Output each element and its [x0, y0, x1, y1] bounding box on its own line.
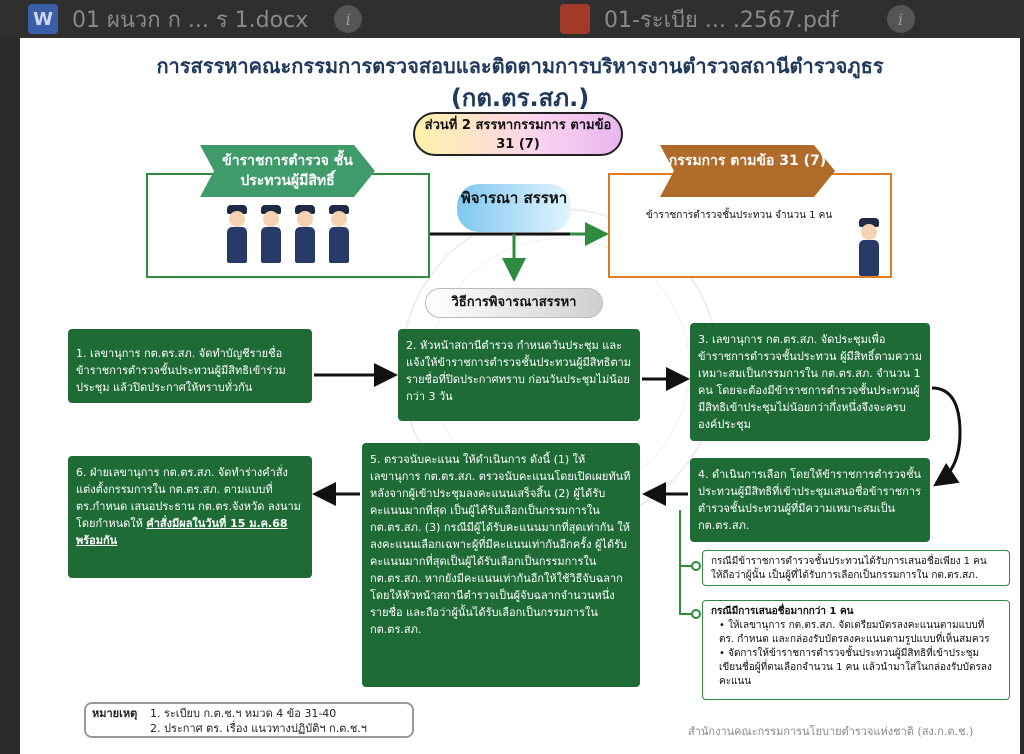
- consider-select-label: พิจารณา สรรหา: [457, 184, 571, 232]
- info-icon[interactable]: i: [886, 5, 915, 33]
- step-4: 4. ดำเนินการเลือก โดยให้ข้าราชการตำรวจชั…: [690, 458, 930, 542]
- step-1: 1. เลขานุการ กต.ตร.สภ. จัดทำบัญชีรายชื่อ…: [68, 329, 312, 403]
- condition-single-nominee: กรณีมีข้าราชการตำรวจชั้นประทวนได้รับการเ…: [702, 550, 1010, 586]
- branch-node: [691, 561, 701, 571]
- police-officer-figure: [858, 216, 880, 276]
- branch-line-single: [679, 510, 696, 567]
- method-label: วิธีการพิจารณาสรรหา: [425, 288, 603, 318]
- tab-docx-label: 01 ผนวก ก ... ร 1.docx: [72, 7, 309, 33]
- tab-docx[interactable]: W 01 ผนวก ก ... ร 1.docx i: [28, 0, 363, 38]
- condition-multiple-nominees: กรณีมีการเสนอชื่อมากกว่า 1 คน • ให้เลขาน…: [702, 600, 1010, 700]
- part-label: ส่วนที่ 2 สรรหากรรมการ ตามข้อ 31 (7): [413, 112, 623, 156]
- police-officer-figure: [260, 203, 282, 263]
- condition-item: • จัดการให้ข้าราชการตำรวจชั้นประทวนผู้มี…: [719, 648, 992, 687]
- viewer-tab-bar: W 01 ผนวก ก ... ร 1.docx i 01-ระเบีย ...…: [0, 0, 1024, 38]
- police-officer-figure: [226, 203, 248, 263]
- tab-pdf[interactable]: 01-ระเบีย ... .2567.pdf i: [560, 0, 915, 38]
- branch-line-multiple: [679, 558, 696, 615]
- page-subtitle: (กต.ตร.สภ.): [450, 84, 590, 112]
- condition-item: • ให้เลขานุการ กต.ตร.สภ. จัดเตรียมบัตรลง…: [719, 620, 990, 645]
- police-officer-figure: [294, 203, 316, 263]
- step-5: 5. ตรวจนับคะแนน ให้ดำเนินการ ดังนี้ (1) …: [362, 443, 640, 687]
- step-6-text: 6. ฝ่ายเลขานุการ กต.ตร.สภ. จัดทำร่างคำสั…: [76, 466, 301, 530]
- committee-member-banner: กรรมการ ตามข้อ 31 (7): [660, 145, 835, 197]
- note-line: 1. ระเบียบ ก.ต.ช.ฯ หมวด 4 ข้อ 31-40: [150, 707, 337, 720]
- step-6: 6. ฝ่ายเลขานุการ กต.ตร.สภ. จัดทำร่างคำสั…: [68, 456, 312, 578]
- committee-member-desc: ข้าราชการตำรวจชั้นประทวน จำนวน 1 คน: [646, 210, 833, 221]
- step-6-emphasis: คำสั่งมีผลในวันที่ 15 ม.ค.68 พร้อมกัน: [76, 517, 288, 547]
- page-title: การสรรหาคณะกรรมการตรวจสอบและติดตามการบริ…: [156, 54, 884, 78]
- note-line: 2. ประกาศ ตร. เรื่อง แนวทางปฏิบัติฯ ก.ต.…: [150, 722, 367, 735]
- branch-node: [691, 609, 701, 619]
- arrow-step3-step4: [931, 386, 962, 487]
- condition-multiple-title: กรณีมีการเสนอชื่อมากกว่า 1 คน: [711, 606, 854, 617]
- step-2: 2. หัวหน้าสถานีตำรวจ กำหนดวันประชุม และแ…: [398, 329, 640, 421]
- flow-arrows: [312, 222, 962, 619]
- step-3: 3. เลขานุการ กต.ตร.สภ. จัดประชุมเพื่อข้า…: [690, 323, 930, 441]
- tab-pdf-label: 01-ระเบีย ... .2567.pdf: [604, 7, 839, 33]
- info-icon[interactable]: i: [334, 5, 363, 33]
- word-doc-icon: W: [28, 4, 58, 34]
- infographic-page: การสรรหาคณะกรรมการตรวจสอบและติดตามการบริ…: [20, 38, 1020, 754]
- police-officer-figure: [328, 203, 350, 263]
- eligible-officers-banner: ข้าราชการตำรวจ ชั้นประทวนผู้มีสิทธิ์: [200, 145, 375, 197]
- note-label: หมายเหตุ: [92, 707, 138, 720]
- pdf-icon: [560, 4, 590, 34]
- note-box: หมายเหตุ 1. ระเบียบ ก.ต.ช.ฯ หมวด 4 ข้อ 3…: [84, 702, 414, 738]
- organization-credit: สำนักงานคณะกรรมการนโยบายตำรวจแห่งชาติ (ส…: [688, 725, 974, 738]
